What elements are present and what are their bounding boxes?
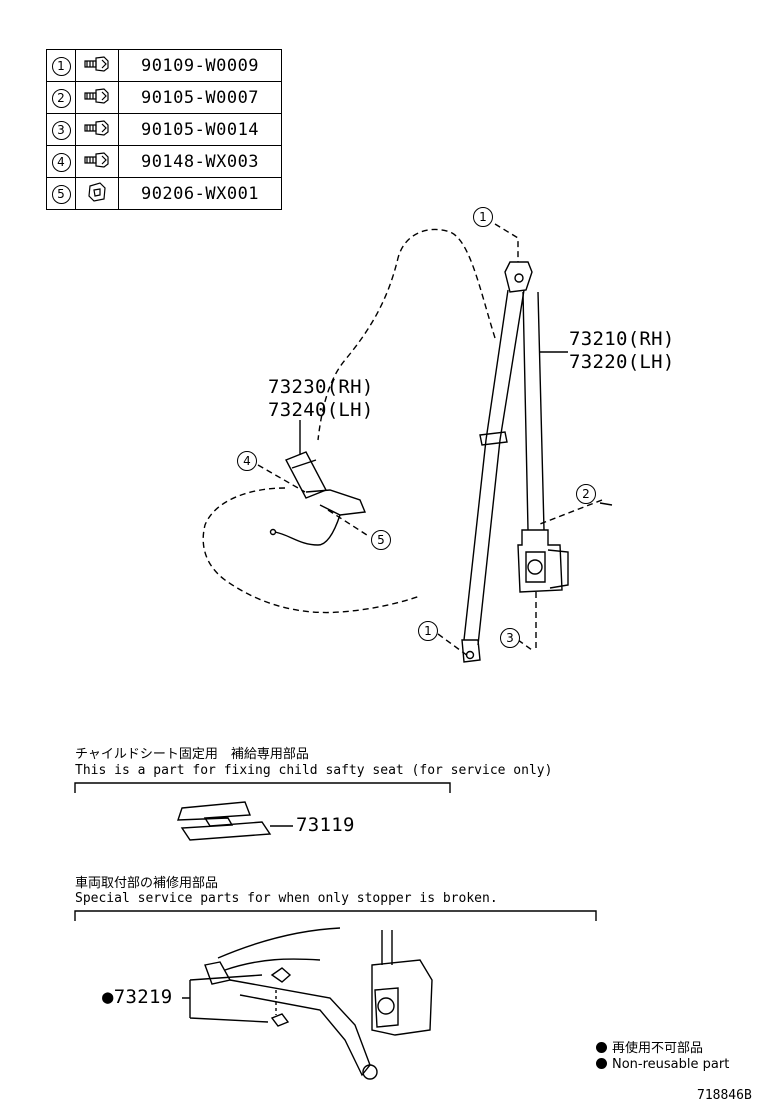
buckle-rh-label: 73230(RH)	[268, 376, 374, 398]
buckle-lh-label: 73240(LH)	[268, 399, 374, 421]
bolt-icon	[75, 113, 119, 146]
bolt-icon	[75, 145, 119, 178]
legend-jp: 再使用不可部品	[596, 1037, 703, 1056]
callout-1-top: 1	[473, 207, 493, 227]
row-number-cell: 4	[46, 145, 76, 178]
callout-4: 4	[237, 451, 257, 471]
part-number: 90109-W0009	[118, 49, 282, 82]
callout-2: 2	[576, 484, 596, 504]
stopper-note-jp: 車両取付部の補修用部品	[75, 876, 219, 891]
belt-lh-label: 73220(LH)	[569, 351, 675, 373]
child-seat-part-label: 73119	[296, 814, 355, 836]
bolt-icon	[75, 49, 119, 82]
part-number: 90206-WX001	[118, 177, 282, 210]
leader-5	[327, 509, 371, 538]
leader-2b	[599, 502, 613, 506]
buckle	[285, 451, 367, 516]
callout-3: 3	[500, 628, 520, 648]
parts-table-row: 1 90109-W0009	[46, 49, 282, 82]
stopper-part-label: ●73219	[102, 986, 173, 1008]
row-number-cell: 5	[46, 177, 76, 210]
stopper-bracket-line	[74, 910, 597, 921]
row-number: 2	[51, 89, 71, 108]
leader-73219	[182, 974, 269, 1023]
belt-rh-label: 73210(RH)	[569, 328, 675, 350]
seat-cushion-outline	[202, 487, 421, 614]
bullet-icon	[596, 1042, 607, 1053]
stopper-detail	[204, 927, 433, 1080]
leader-1-bottom	[437, 633, 469, 657]
leader-2	[539, 499, 603, 525]
seat-back-outline	[317, 228, 496, 441]
upper-anchor	[504, 261, 533, 293]
child-seat-bracket	[177, 801, 272, 841]
row-number: 4	[51, 153, 71, 172]
retractor	[517, 529, 569, 593]
callout-1-bottom: 1	[418, 621, 438, 641]
child-seat-note-jp: チャイルドシート固定用 補給専用部品	[75, 747, 309, 762]
child-seat-note-en: This is a part for fixing child safty se…	[75, 763, 553, 778]
row-number: 3	[51, 121, 71, 140]
part-number: 90105-W0007	[118, 81, 282, 114]
row-number-cell: 3	[46, 113, 76, 146]
stopper-note-en: Special service parts for when only stop…	[75, 891, 498, 906]
leader-3	[517, 592, 537, 651]
belt-to-retractor	[522, 291, 545, 531]
child-seat-bracket-line	[74, 782, 451, 793]
parts-table-row: 2 90105-W0007	[46, 81, 282, 114]
callout-5: 5	[371, 530, 391, 550]
leader-1-top	[494, 223, 519, 262]
legend-en: Non-reusable part	[596, 1057, 729, 1072]
shoulder-belt	[463, 289, 525, 646]
leader-4	[257, 464, 306, 493]
bullet-icon	[596, 1058, 607, 1069]
belt-guide	[479, 431, 508, 446]
parts-table-row: 3 90105-W0014	[46, 113, 282, 146]
figure-id: 718846B	[697, 1088, 752, 1103]
buckle-wire	[274, 514, 341, 546]
row-number: 1	[51, 57, 71, 76]
part-number: 90105-W0014	[118, 113, 282, 146]
nut-icon	[75, 177, 119, 210]
parts-table-row: 5 90206-WX001	[46, 177, 282, 210]
row-number: 5	[51, 185, 71, 204]
row-number-cell: 1	[46, 49, 76, 82]
lower-anchor	[461, 639, 481, 663]
